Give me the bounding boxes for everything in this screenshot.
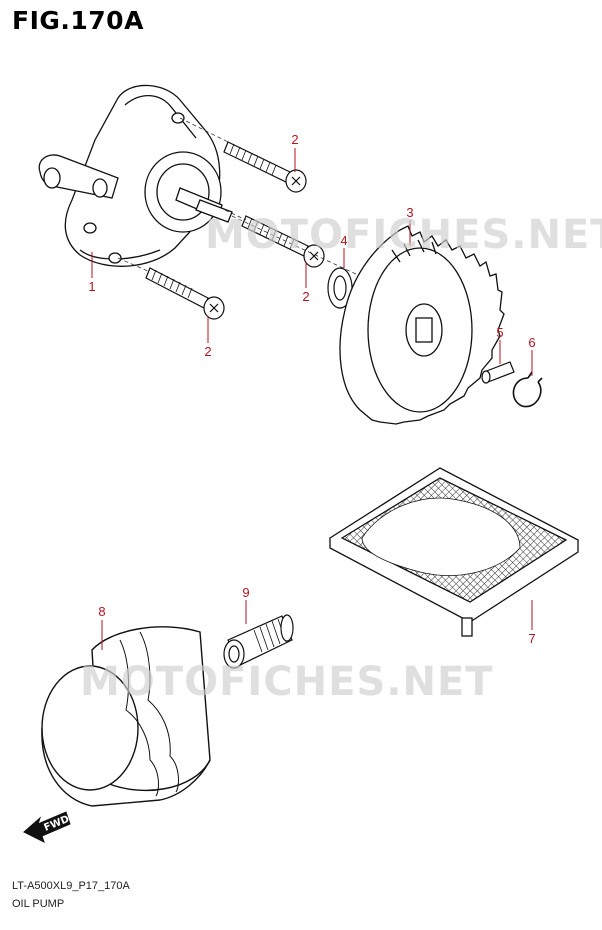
oil-pump-gear (339, 225, 505, 425)
oil-strainer (328, 467, 580, 637)
bolt-middle (241, 215, 325, 268)
part-label-2-middle: 2 (302, 289, 309, 304)
bolt-lower (145, 267, 225, 320)
part-label-4: 4 (340, 233, 347, 248)
watermark-lower: MOTOFICHES.NET (80, 659, 494, 705)
washer (327, 267, 353, 309)
oil-filter (41, 626, 211, 807)
part-label-2-lower: 2 (204, 344, 211, 359)
bolt-upper (223, 141, 307, 193)
oil-pump-body (38, 84, 233, 267)
part-label-7: 7 (528, 631, 535, 646)
part-label-5: 5 (496, 325, 503, 340)
dowel-pin (481, 361, 515, 384)
part-labels: 1 2 2 2 3 4 5 6 7 8 9 (88, 132, 535, 646)
part-label-8: 8 (98, 604, 105, 619)
alignment-lines (117, 117, 391, 291)
union-bolt (223, 614, 294, 669)
figure-name: OIL PUMP (12, 898, 65, 910)
figure-footer: LT-A500XL9_P17_170A OIL PUMP (12, 877, 130, 913)
watermark-upper: MOTOFICHES.NET (205, 212, 602, 258)
part-label-9: 9 (242, 585, 249, 600)
part-label-1: 1 (88, 279, 95, 294)
part-label-2-upper: 2 (291, 132, 298, 147)
leader-lines (91, 148, 533, 650)
circlip (512, 371, 543, 408)
figure-code: LT-A500XL9_P17_170A (12, 880, 130, 892)
fwd-arrow: FWD (23, 811, 71, 843)
part-label-6: 6 (528, 335, 535, 350)
part-label-3: 3 (406, 205, 413, 220)
figure-title: FIG.170A (12, 6, 144, 35)
